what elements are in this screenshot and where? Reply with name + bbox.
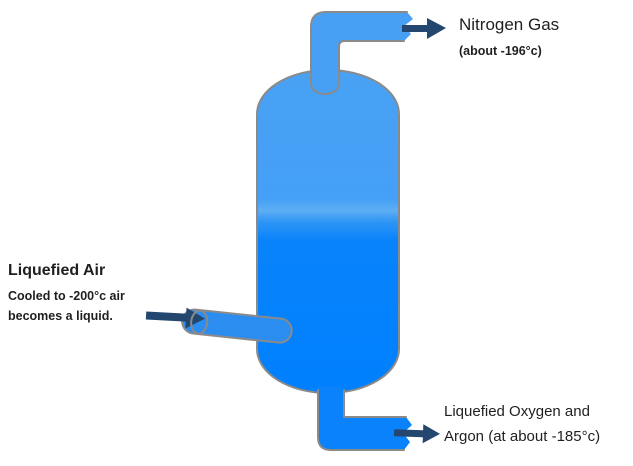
liquefied-air-description-line1: Cooled to -200°c air: [8, 289, 125, 303]
liquefied-air-description-line2: becomes a liquid.: [8, 309, 113, 323]
oxygen-outlet-pipe-outline: [317, 389, 407, 451]
air-inlet-opening-rim: [190, 309, 209, 335]
nitrogen-gas-label: Nitrogen Gas: [459, 15, 560, 34]
nitrogen-outlet-pipe: [310, 11, 413, 95]
nitrogen-outlet-pipe-body: [311, 12, 413, 94]
distillation-column: [256, 69, 400, 394]
nitrogen-gas-temperature: (about -196°c): [459, 44, 542, 58]
oxygen-outlet-pipe: [317, 386, 412, 451]
oxygen-argon-label-line1: Liquefied Oxygen and: [444, 403, 590, 420]
air-inlet-opening: [190, 309, 209, 335]
nitrogen-outlet-pipe-outline: [310, 11, 408, 95]
nitrogen-flow-arrow-icon: [402, 18, 446, 39]
liquefied-air-label: Liquefied Air: [8, 262, 106, 279]
oxygen-flow-arrow-icon: [393, 424, 440, 444]
oxygen-argon-label-line2: Argon (at about -185°c): [444, 428, 601, 445]
